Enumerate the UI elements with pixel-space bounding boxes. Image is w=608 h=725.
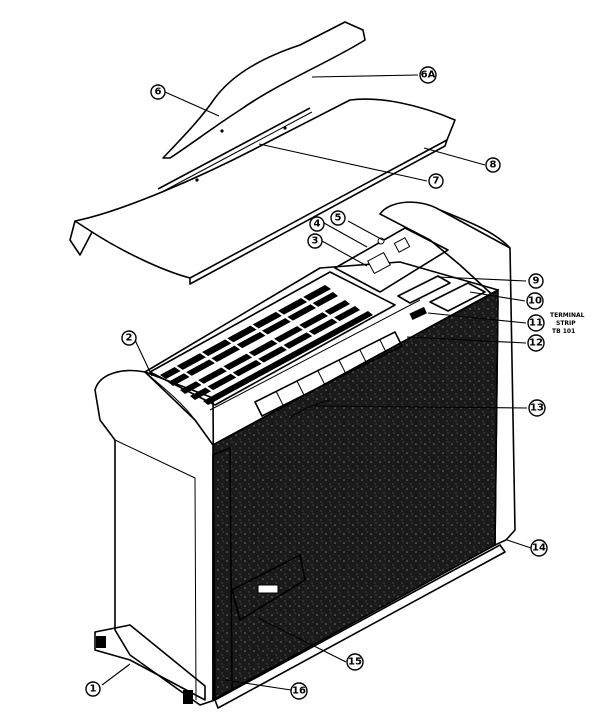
music-rack	[162, 21, 366, 159]
callout-circle	[346, 653, 364, 671]
lid	[69, 98, 456, 285]
callout-5: 5	[330, 210, 346, 226]
callout-label: 14	[532, 543, 546, 554]
callout-label: 6	[155, 87, 162, 98]
leader-lines	[101, 74, 532, 691]
callout-6a: 6A	[419, 66, 437, 84]
callout-2: 2	[121, 330, 137, 346]
callout-circle	[150, 84, 166, 100]
callout-label: 1	[90, 684, 97, 695]
callout-circle	[85, 681, 101, 697]
organ-cabinet	[94, 201, 516, 709]
callout-circle	[527, 314, 545, 332]
callout-label: 6A	[421, 70, 436, 81]
callout-label: 8	[490, 160, 497, 171]
callout-label: 13	[530, 403, 544, 414]
callout-7: 7	[428, 173, 444, 189]
terminal-strip-note: TERMINAL STRIP TB 101	[550, 312, 585, 335]
callout-circle	[419, 66, 437, 84]
callout-label: 3	[312, 236, 319, 247]
callout-3: 3	[307, 233, 323, 249]
callout-label: 7	[433, 176, 440, 187]
callout-circle	[530, 539, 548, 557]
callout-8: 8	[485, 157, 501, 173]
callout-1: 1	[85, 681, 101, 697]
callout-13: 13	[528, 399, 546, 417]
callout-11: 11	[527, 314, 545, 332]
callout-circle	[428, 173, 444, 189]
callout-circle	[290, 682, 308, 700]
terminal-note-line3: TB 101	[552, 328, 575, 335]
terminal-note-line1: TERMINAL	[550, 312, 585, 319]
callout-16: 16	[290, 682, 308, 700]
terminal-note-line2: STRIP	[556, 320, 576, 327]
callout-12: 12	[527, 334, 545, 352]
callout-6: 6	[150, 84, 166, 100]
callout-4: 4	[309, 216, 325, 232]
callout-circle	[528, 273, 544, 289]
callout-circle	[330, 210, 346, 226]
callout-circle	[307, 233, 323, 249]
callout-label: 10	[528, 296, 542, 307]
callout-label: 15	[348, 657, 362, 668]
callout-circle	[527, 334, 545, 352]
callout-label: 11	[529, 318, 543, 329]
callout-label: 9	[533, 276, 540, 287]
callout-label: 2	[126, 333, 133, 344]
callout-10: 10	[526, 292, 544, 310]
callout-label: 16	[292, 686, 306, 697]
callout-circle	[485, 157, 501, 173]
callout-label: 12	[529, 338, 543, 349]
callout-label: 5	[335, 213, 342, 224]
callout-circle	[309, 216, 325, 232]
callout-14: 14	[530, 539, 548, 557]
callout-label: 4	[314, 219, 321, 230]
callout-9: 9	[528, 273, 544, 289]
callout-circle	[528, 399, 546, 417]
callout-circle	[526, 292, 544, 310]
callout-circle	[121, 330, 137, 346]
callout-15: 15	[346, 653, 364, 671]
